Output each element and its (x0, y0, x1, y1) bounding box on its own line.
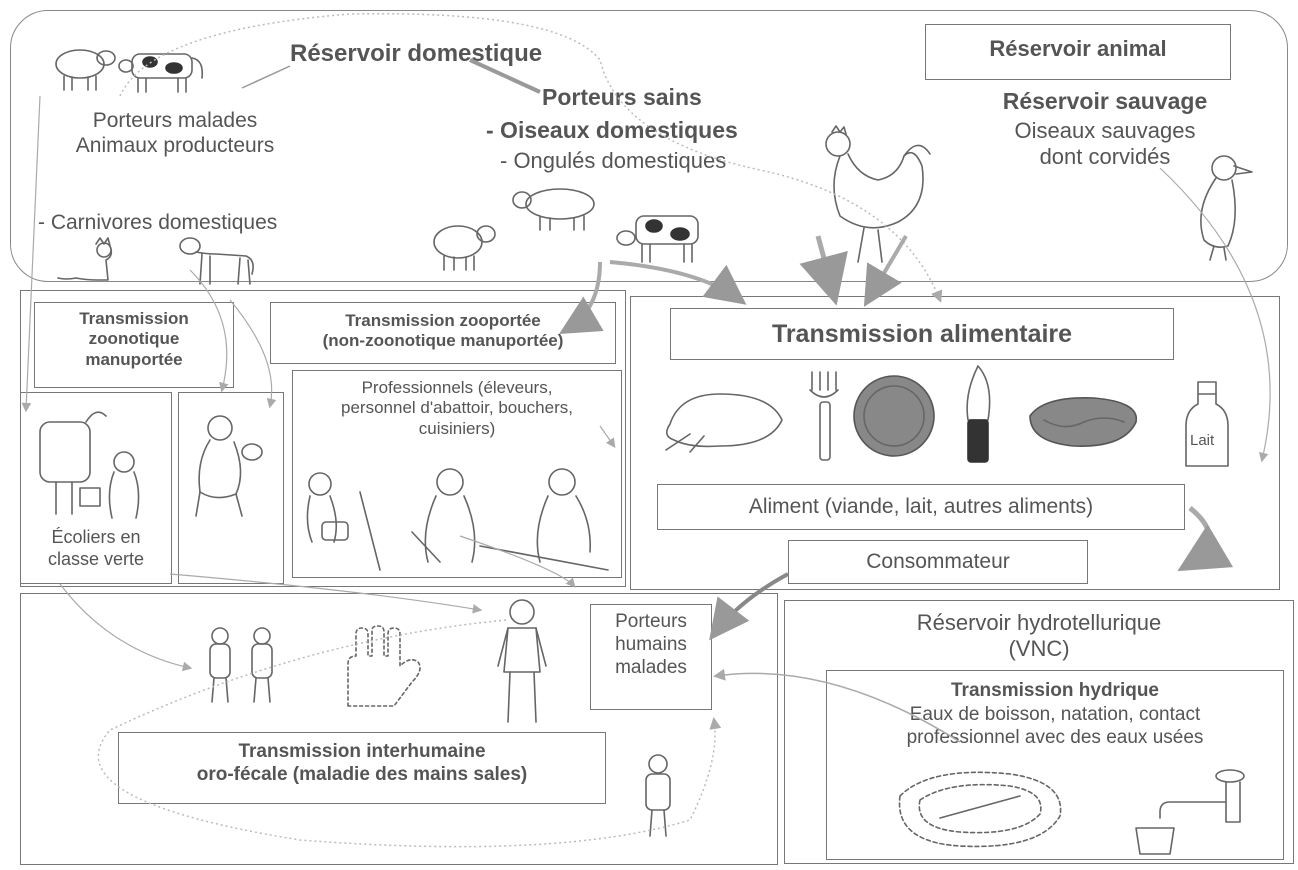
ongules-domestiques-text: - Ongulés domestiques (500, 148, 727, 173)
consommateur-box (788, 540, 1088, 584)
knife-icon (966, 365, 991, 463)
oiseaux-domestiques-text: - Oiseaux domestiques (486, 117, 738, 143)
alimentaire-outer-box (630, 296, 1280, 590)
fork-icon (809, 371, 839, 461)
reservoir-sauvage-text: Oiseaux sauvages dont corvidés (1014, 118, 1196, 170)
chicken-meat-icon (665, 393, 783, 453)
porteurs-malades-text: Porteurs malades Animaux producteurs (75, 109, 275, 158)
milk-bottle-label: Lait (1190, 432, 1215, 449)
cow-icon (616, 215, 699, 263)
dirty-hand-icon (347, 625, 421, 707)
aliment-box (657, 484, 1185, 530)
professionnels-text: Professionnels (éleveurs, personnel d'ab… (341, 378, 573, 438)
sandwich-icon (1029, 397, 1138, 447)
ecoliers-text: Écoliers en classe verte (47, 527, 145, 569)
porteurs-sains-title: Porteurs sains (542, 84, 702, 110)
hydrique-box (826, 670, 1284, 860)
transmission-zoonotique-title: Transmission zoonotique manuportée (79, 309, 189, 369)
swimming-pool-icon (898, 771, 1062, 848)
children-icon (209, 627, 273, 703)
transmission-interhumaine-title: Transmission interhumaine oro-fécale (ma… (196, 741, 528, 785)
cow-icon (118, 53, 204, 93)
hydrotellurique-title: Réservoir hydrotellurique (VNC) (916, 610, 1162, 662)
dog-icon (179, 237, 254, 285)
cat-icon (57, 237, 113, 281)
man-icon (497, 599, 547, 723)
ecoliers-box (20, 392, 172, 584)
sheep-icon (433, 225, 496, 271)
reservoir-domestique-title: Réservoir domestique (290, 40, 543, 67)
transmission-hydrique-title: Transmission hydrique (951, 680, 1159, 701)
water-tap-icon (1135, 769, 1245, 855)
child-icon (645, 754, 671, 837)
aliment-text: Aliment (viande, lait, autres aliments) (748, 495, 1094, 518)
reservoir-animal-title: Réservoir animal (989, 36, 1167, 61)
milking-scene-icon (39, 411, 140, 519)
plate-icon (853, 375, 935, 457)
transmission-alimentaire-title: Transmission alimentaire (771, 320, 1073, 348)
transmission-zooportee-title: Transmission zooportée (non-zoonotique m… (322, 311, 564, 351)
workers-scene-icon (306, 468, 609, 571)
transmission-hydrique-text: Eaux de boisson, natation, contact profe… (906, 704, 1204, 748)
porteurs-humains-text: Porteurs humains malades (615, 611, 687, 678)
child-with-dog-icon (195, 415, 263, 517)
sheep-icon (55, 49, 116, 91)
carnivores-domestiques-text: - Carnivores domestiques (38, 211, 278, 234)
crow-icon (1200, 155, 1253, 261)
milk-bottle-icon (1185, 381, 1229, 467)
consommateur-text: Consommateur (866, 550, 1010, 573)
pig-icon (512, 188, 595, 231)
reservoir-sauvage-title: Réservoir sauvage (1002, 88, 1208, 114)
chicken-icon (825, 125, 931, 263)
